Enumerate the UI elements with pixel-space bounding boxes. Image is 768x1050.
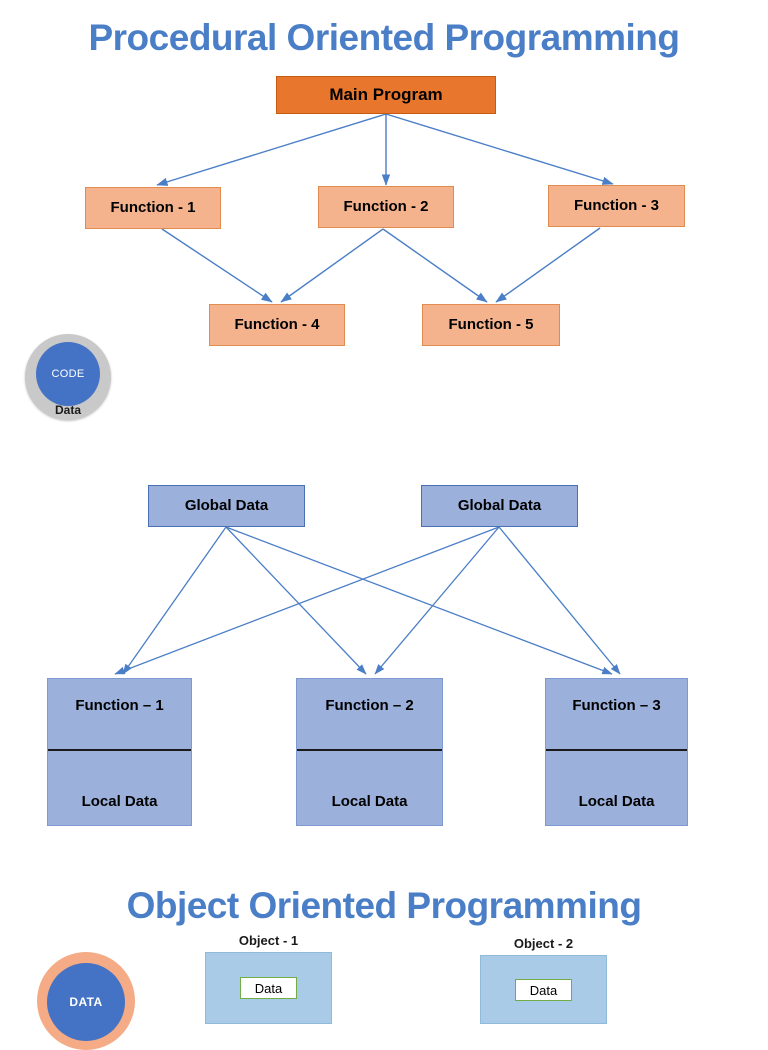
slide-canvas: Procedural Oriented Programming	[25, 17, 688, 1050]
function-local-1-title: Function – 1	[48, 679, 191, 751]
node-function-local-3[interactable]: Function – 3 Local Data	[545, 678, 688, 826]
function-local-3-local-data: Local Data	[578, 792, 655, 810]
object-1-data-chip[interactable]: Data	[240, 977, 297, 999]
code-data-inner-label: CODE	[36, 342, 100, 406]
code-data-badge: Data CODE	[25, 334, 111, 420]
oop-data-inner-label: DATA	[47, 963, 125, 1041]
procedural-section-title: Procedural Oriented Programming	[88, 17, 680, 58]
node-function-3[interactable]: Function - 3	[548, 185, 685, 227]
object-1-caption: Object - 1	[238, 933, 299, 948]
object-2-caption: Object - 2	[513, 936, 574, 951]
object-2-data-chip[interactable]: Data	[515, 979, 572, 1001]
node-global-data-2[interactable]: Global Data	[421, 485, 578, 527]
procedural-top-arrows	[114, 113, 621, 1024]
oop-data-badge: DATA	[37, 952, 135, 1050]
node-global-data-1[interactable]: Global Data	[148, 485, 305, 527]
function-local-2-local-data: Local Data	[331, 792, 408, 810]
oop-section-title: Object Oriented Programming	[126, 885, 642, 926]
node-function-4[interactable]: Function - 4	[209, 304, 345, 346]
node-function-1[interactable]: Function - 1	[85, 187, 221, 229]
code-data-outer-label: Data	[54, 403, 81, 417]
node-main-program[interactable]: Main Program	[276, 76, 496, 114]
function-local-2-title: Function – 2	[297, 679, 442, 751]
function-local-3-title: Function – 3	[546, 679, 687, 751]
function-local-1-local-data: Local Data	[81, 792, 158, 810]
node-function-local-1[interactable]: Function – 1 Local Data	[47, 678, 192, 826]
node-function-local-2[interactable]: Function – 2 Local Data	[296, 678, 443, 826]
node-function-2[interactable]: Function - 2	[318, 186, 454, 228]
node-function-5[interactable]: Function - 5	[422, 304, 560, 346]
